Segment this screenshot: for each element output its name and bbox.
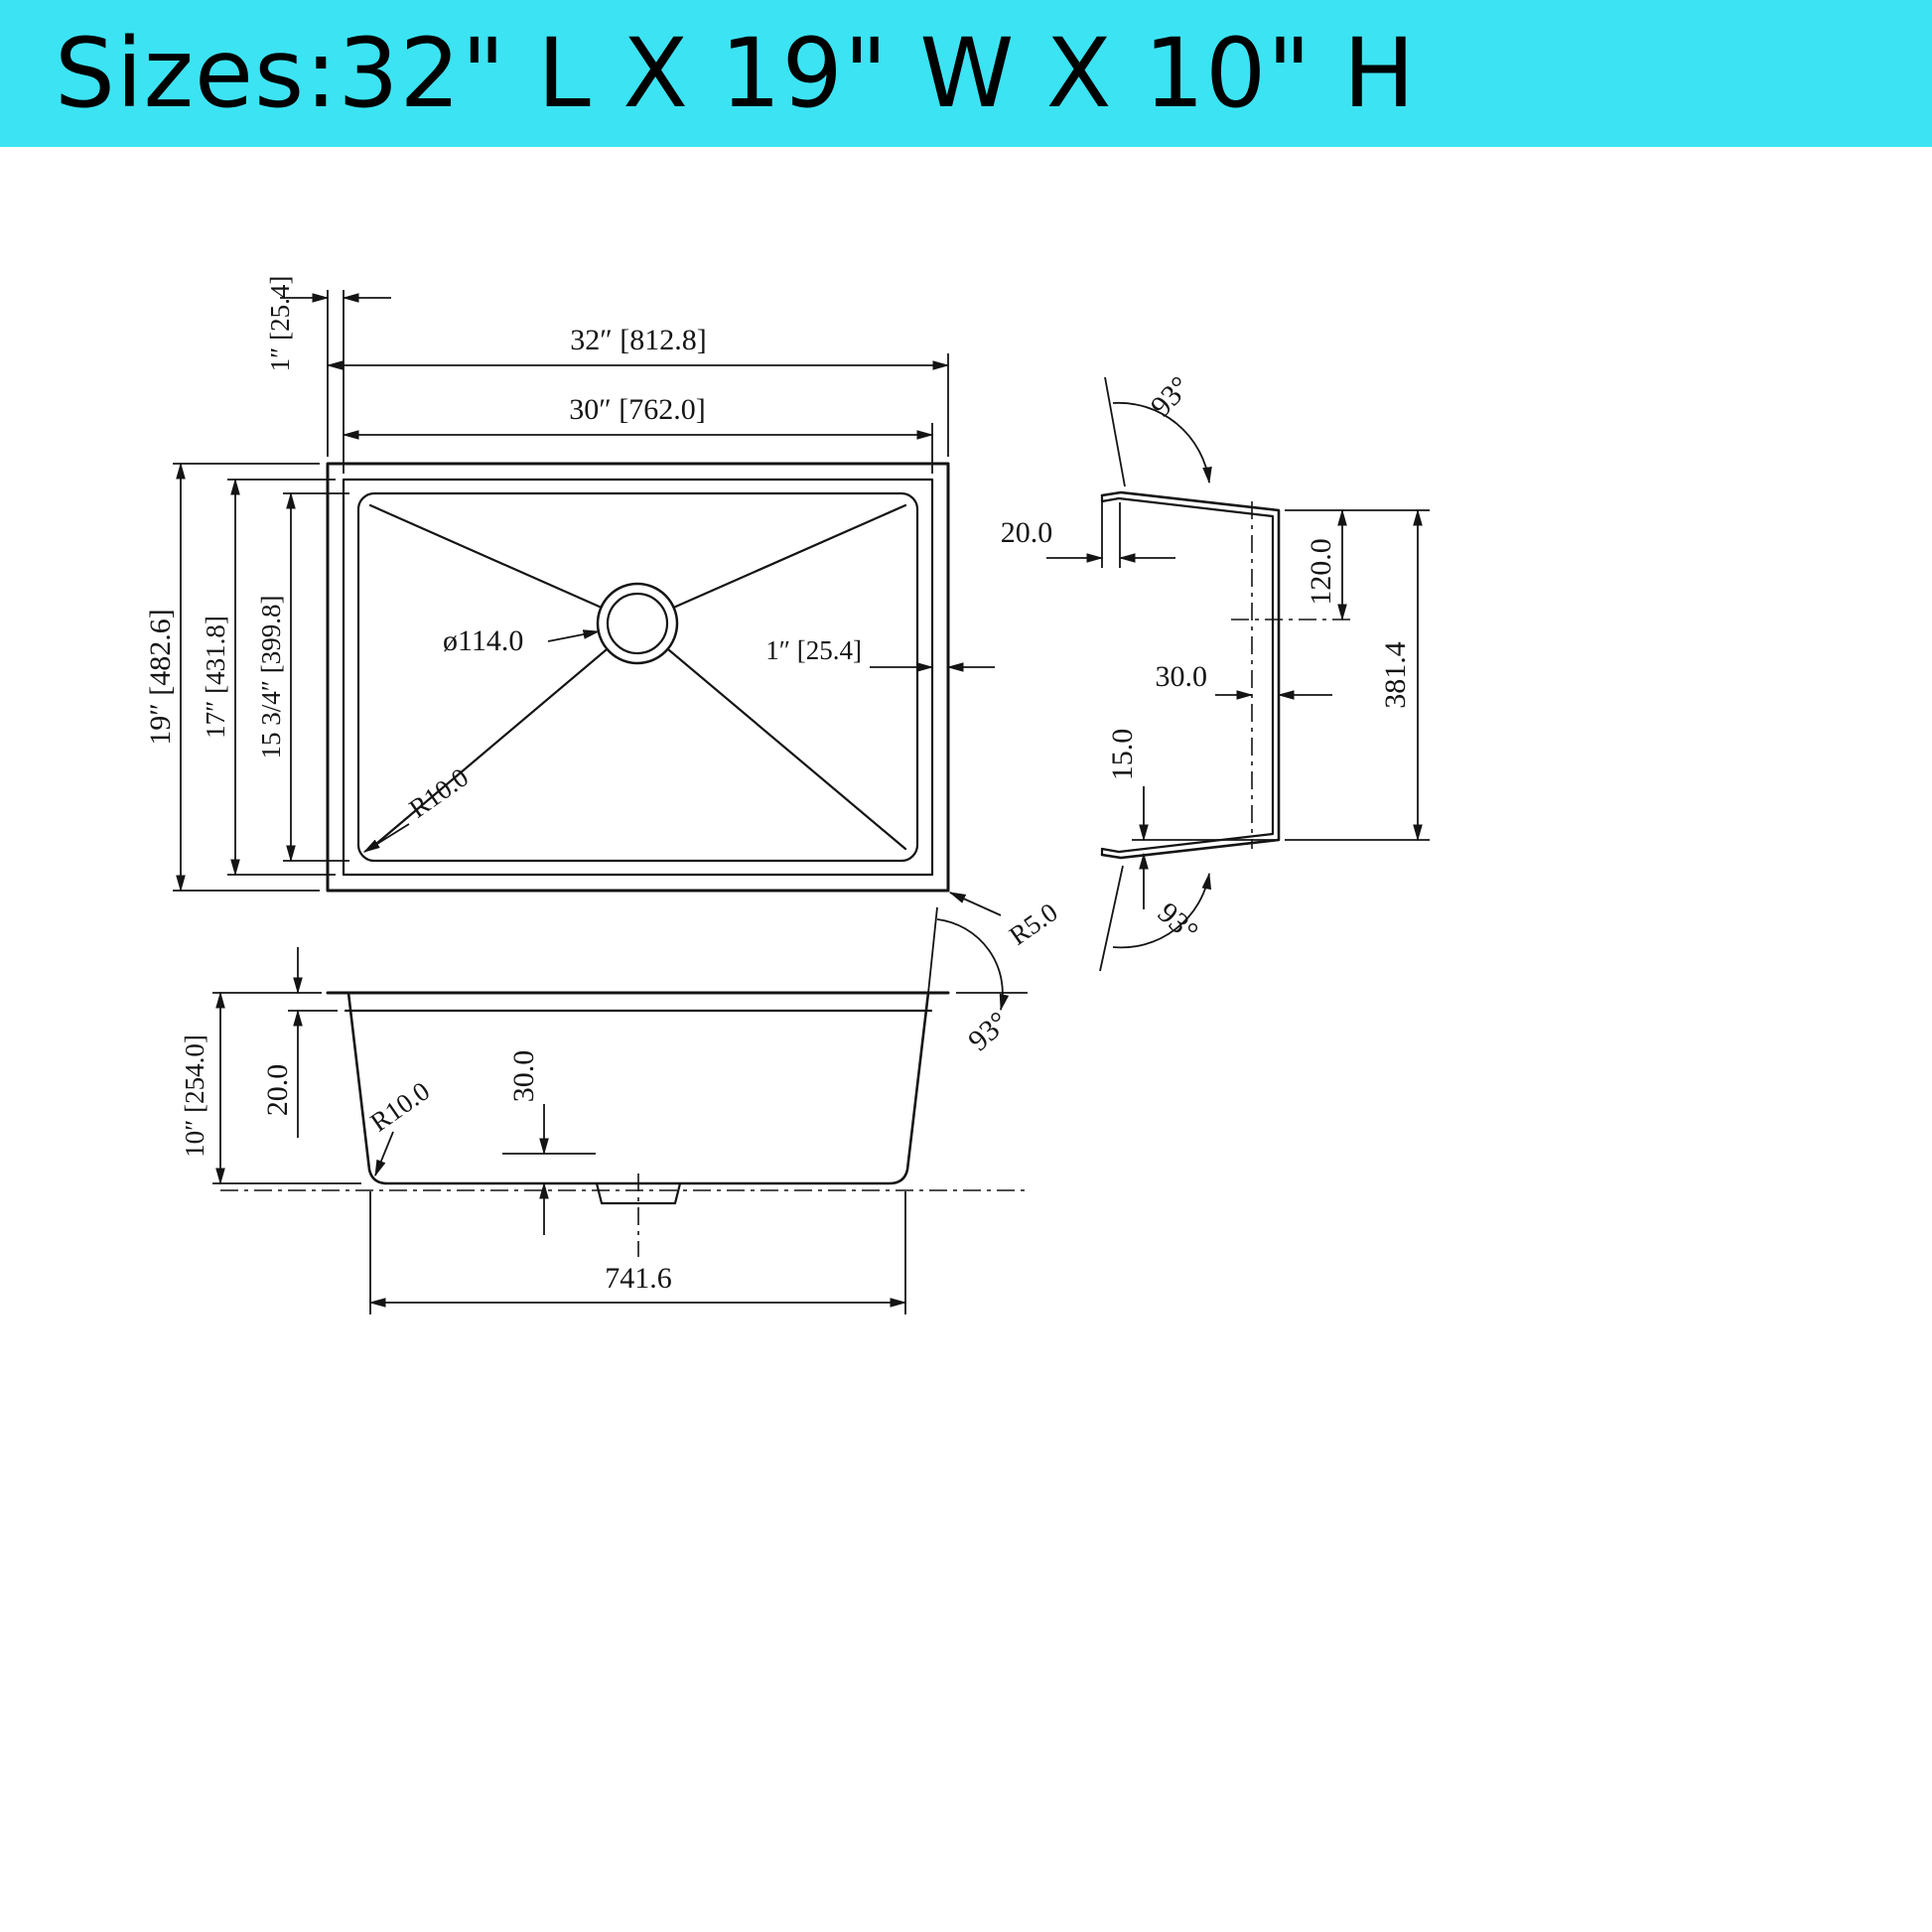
leader-line — [374, 1131, 394, 1177]
dim-front-drain-drop: 30.0 — [502, 1050, 596, 1235]
leader-line — [547, 629, 601, 642]
dim-top-inner-length: 30″ [762.0] — [342, 290, 934, 474]
top-view: 32″ [812.8] 30″ [762.0] 1″ [25.4] 19″ [4… — [144, 276, 1063, 951]
side-profile-outer — [1100, 490, 1281, 860]
angle-reference-line — [1104, 376, 1126, 487]
drain-diameter-label: ø114.0 — [443, 624, 523, 657]
wall-angle-label: 93° — [962, 1006, 1015, 1058]
sink-outer-edge — [326, 462, 950, 893]
drain-fitting — [595, 1181, 682, 1205]
dim-top-outer-length: 32″ [812.8] — [326, 290, 950, 457]
bowl-diagonal-bottom-left — [368, 621, 639, 851]
dim-side-bottom-gap: 15.0 — [1106, 729, 1275, 909]
dim-top-inner-width: 17″ [431.8] — [201, 478, 336, 877]
dim-top-corner-radius-outer: R5.0 — [948, 892, 1063, 951]
angle-bottom-label: 93° — [1152, 897, 1204, 949]
dim-front-bottom-width: 741.6 — [368, 1191, 907, 1314]
dim-outer-length-label: 32″ [812.8] — [570, 324, 706, 356]
dim-side-angle-top: 93° — [1104, 370, 1212, 487]
dim-top-flange-right: 1″ [25.4] — [765, 635, 995, 672]
side-profile-inner — [1100, 496, 1275, 854]
rim-drop-label: 20.0 — [261, 1064, 294, 1117]
size-banner-title: Sizes:32" L X 19" W X 10" H — [55, 18, 1417, 129]
dim-side-drain-offset: 120.0 — [1305, 508, 1347, 621]
bottom-gap-label: 15.0 — [1106, 729, 1139, 781]
dim-front-bottom-radius: R10.0 — [365, 1076, 436, 1177]
dim-top-corner-radius-inner: R10.0 — [362, 762, 474, 853]
dim-front-rim-drop: 20.0 — [261, 947, 338, 1138]
drain-outer-circle — [596, 582, 679, 665]
dim-side-center-offset: 30.0 — [1156, 660, 1332, 700]
lip-depth-label: 20.0 — [1001, 516, 1053, 549]
angle-arc — [1112, 401, 1212, 484]
leader-line — [948, 892, 1002, 916]
bowl-diagonal-top-left — [368, 503, 639, 625]
dim-outer-width-label: 19″ [482.6] — [144, 609, 177, 745]
dim-flange-top-label: 1″ [25.4] — [265, 276, 295, 372]
angle-reference-line — [1099, 865, 1124, 972]
angle-top-label: 93° — [1145, 370, 1197, 423]
dim-drain-diameter: ø114.0 — [443, 624, 601, 657]
bottom-radius-label: R10.0 — [365, 1076, 436, 1138]
dim-inner-length-label: 30″ [762.0] — [569, 393, 705, 426]
side-view: 20.0 93° 120.0 381.4 30.0 — [1001, 370, 1430, 972]
dim-top-outer-width: 19″ [482.6] — [144, 462, 320, 893]
dim-inner-width-label: 17″ [431.8] — [201, 616, 230, 739]
size-banner: Sizes:32" L X 19" W X 10" H — [0, 0, 1932, 147]
angle-arc — [936, 918, 1010, 1012]
depth-label: 10″ [254.0] — [180, 1035, 209, 1158]
front-view: 10″ [254.0] 20.0 R10.0 30.0 — [180, 906, 1028, 1314]
center-offset-label: 30.0 — [1156, 660, 1208, 693]
dim-flange-right-label: 1″ [25.4] — [765, 635, 862, 665]
dim-top-bottom-width: 15 3/4″ [399.8] — [256, 491, 349, 863]
bowl-diagonal-bottom-right — [635, 621, 907, 851]
bowl-bottom-edge — [356, 491, 919, 863]
drain-offset-label: 120.0 — [1305, 538, 1337, 606]
dim-front-depth: 10″ [254.0] — [180, 991, 361, 1185]
dim-side-angle-bottom: 93° — [1099, 865, 1212, 972]
bottom-width-label: 741.6 — [605, 1262, 672, 1295]
bowl-diagonal-top-right — [635, 503, 907, 625]
bowl-opening-edge — [342, 478, 934, 877]
drain-inner-circle — [606, 592, 669, 655]
drain-drop-label: 30.0 — [507, 1050, 540, 1103]
angle-reference-line — [927, 906, 938, 994]
dim-side-bottom-length: 381.4 — [1285, 508, 1430, 842]
dim-side-lip: 20.0 — [1001, 500, 1175, 568]
bowl-section-profile — [346, 991, 930, 1185]
bottom-length-label: 381.4 — [1379, 641, 1412, 709]
dim-bottom-width-label: 15 3/4″ [399.8] — [256, 596, 286, 759]
angle-arc — [1112, 872, 1212, 949]
corner-radius-outer-label: R5.0 — [1004, 897, 1063, 950]
dim-top-flange-left: 1″ [25.4] — [265, 276, 391, 372]
leader-line — [362, 823, 410, 853]
